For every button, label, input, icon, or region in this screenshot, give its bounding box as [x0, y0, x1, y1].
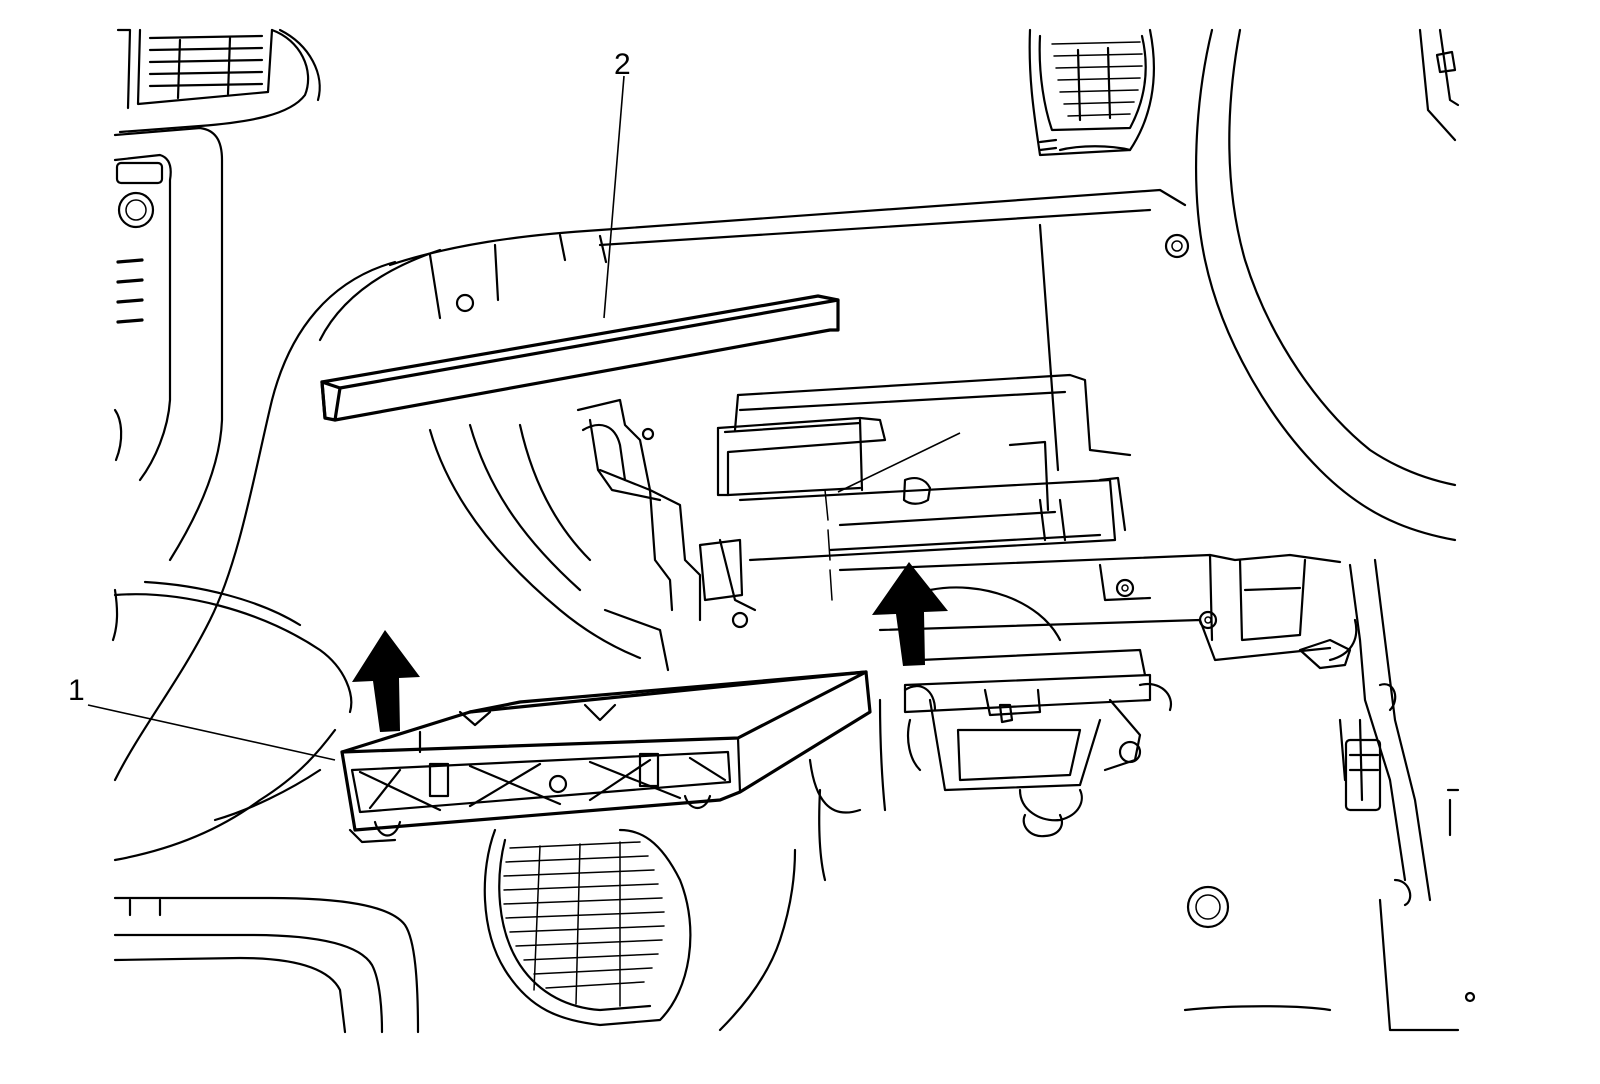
arrow-up-center — [872, 562, 948, 666]
lower-center-air-vent — [483, 828, 692, 1027]
arrow-up-left — [352, 630, 420, 732]
upper-right-air-vent — [1028, 28, 1156, 157]
cabin-air-filter-2 — [320, 294, 840, 422]
callout-label-1: 1 — [68, 674, 85, 707]
center-stack — [111, 126, 224, 642]
hvac-module — [428, 373, 1358, 838]
instrument-panel-outline — [113, 188, 1190, 862]
upper-left-air-vent — [116, 28, 321, 134]
steering-column-area — [1183, 28, 1476, 1032]
callout-label-2: 2 — [614, 48, 631, 81]
removal-arrows — [352, 562, 948, 732]
callout-leaders — [87, 75, 961, 761]
cabin-air-filter-1 — [340, 670, 872, 844]
lower-left-panel — [113, 788, 827, 1034]
